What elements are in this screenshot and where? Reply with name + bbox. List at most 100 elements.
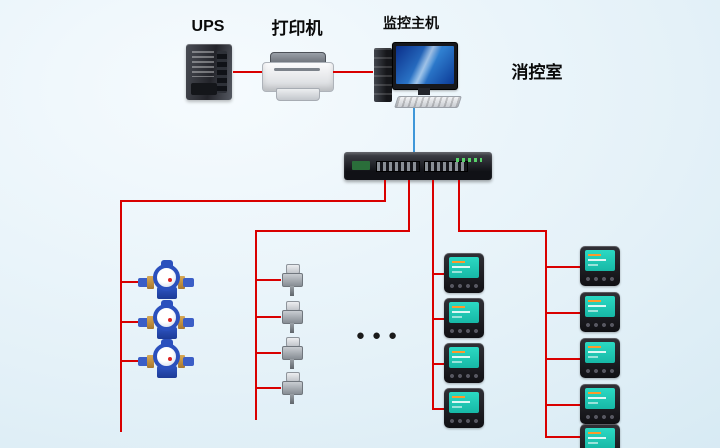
screen-readout	[452, 261, 465, 263]
bus-stub-1	[384, 180, 386, 202]
printer-output-slot	[274, 68, 320, 71]
bus-branch-4-vertical	[545, 230, 547, 438]
valve-body	[282, 381, 303, 395]
screen-readout	[588, 300, 601, 302]
water-meter-dial	[153, 343, 180, 370]
host-monitor-screen	[396, 46, 454, 84]
water-meter-nut-left	[147, 276, 154, 289]
connector-ups-printer	[233, 71, 262, 73]
power-meter-icon	[444, 343, 484, 383]
screen-readout	[588, 259, 606, 261]
bus-stub-3	[432, 180, 434, 410]
meter-outer-drop-4	[545, 404, 582, 406]
power-meter-screen	[449, 302, 479, 323]
water-meter-pipe-right	[183, 278, 194, 287]
power-meter-buttons	[450, 329, 478, 334]
valve-sensor-icon	[279, 301, 305, 333]
screen-readout	[588, 305, 606, 307]
switch-port-group-2	[424, 161, 468, 172]
valve-sensor-icon	[279, 264, 305, 296]
power-meter-icon	[444, 298, 484, 338]
screen-readout	[588, 346, 601, 348]
printer-device-icon	[262, 52, 334, 101]
power-meter-icon	[580, 338, 620, 378]
valve-drop-1	[255, 279, 281, 281]
ups-device-icon	[186, 44, 232, 100]
bus-stub-2	[408, 180, 410, 232]
connector-printer-host	[333, 71, 373, 73]
bus-stub-4	[458, 180, 460, 232]
power-meter-icon	[580, 292, 620, 332]
screen-readout	[588, 437, 606, 439]
screen-readout	[588, 264, 598, 266]
bus-branch-2-horizontal	[255, 230, 410, 232]
printer-tray	[276, 88, 320, 101]
screen-readout	[588, 402, 598, 404]
screen-readout	[588, 397, 606, 399]
valve-drop-2	[255, 316, 281, 318]
water-meter-pipe-left	[138, 278, 149, 287]
screen-readout	[588, 351, 606, 353]
meter-inner-drop-1	[432, 273, 446, 275]
meter-outer-drop-5	[545, 436, 582, 438]
power-meter-screen	[585, 428, 615, 448]
screen-readout	[588, 356, 598, 358]
water-meter-icon	[138, 260, 194, 303]
power-meter-icon	[580, 424, 620, 448]
switch-leds	[456, 158, 482, 162]
water-meter-needle	[168, 357, 172, 361]
water-meter-pipe-left	[138, 357, 149, 366]
ups-vents	[192, 51, 214, 77]
power-meter-screen	[585, 296, 615, 317]
screen-readout	[452, 311, 470, 313]
screen-readout	[452, 356, 470, 358]
power-meter-screen	[585, 342, 615, 363]
valve-sensor-icon	[279, 337, 305, 369]
control-room-label: 消控室	[511, 63, 563, 82]
bus-branch-2-vertical	[255, 230, 257, 420]
ups-label: UPS	[191, 18, 225, 35]
power-meter-buttons	[450, 284, 478, 289]
screen-readout	[452, 361, 462, 363]
bus-branch-1-vertical	[120, 200, 122, 432]
screen-readout	[588, 442, 598, 444]
power-meter-icon	[444, 253, 484, 293]
power-meter-buttons	[586, 369, 614, 374]
valve-sensor-icon	[279, 372, 305, 404]
water-meter-needle	[168, 318, 172, 322]
water-meter-nut-left	[147, 355, 154, 368]
water-meter-nut-right	[178, 316, 185, 329]
water-meter-icon	[138, 339, 194, 382]
meter-outer-drop-2	[545, 312, 582, 314]
water-meter-pipe-right	[183, 318, 194, 327]
screen-readout	[452, 316, 462, 318]
valve-body	[282, 346, 303, 360]
power-meter-icon	[444, 388, 484, 428]
power-meter-icon	[580, 384, 620, 424]
valve-stem	[290, 394, 294, 404]
valve-drop-4	[255, 387, 281, 389]
bus-branch-1-horizontal	[120, 200, 386, 202]
host-label: 监控主机	[383, 15, 439, 31]
water-meter-needle	[168, 278, 172, 282]
water-meter-nut-right	[178, 276, 185, 289]
screen-readout	[588, 392, 601, 394]
connector-host-switch	[413, 108, 415, 152]
meter-outer-drop-1	[545, 266, 582, 268]
power-meter-screen	[585, 250, 615, 271]
power-meter-buttons	[586, 277, 614, 282]
switch-port-group-1	[376, 161, 420, 172]
water-meter-icon	[138, 300, 194, 343]
power-meter-buttons	[450, 419, 478, 424]
printer-body	[262, 62, 334, 92]
water-meter-dial	[153, 304, 180, 331]
meter-inner-drop-4	[432, 408, 446, 410]
water-meter-drop-3	[120, 360, 144, 362]
power-meter-buttons	[450, 374, 478, 379]
screen-readout	[452, 401, 470, 403]
valve-body	[282, 273, 303, 287]
water-meter-pipe-right	[183, 357, 194, 366]
water-meter-pipe-left	[138, 318, 149, 327]
screen-readout	[452, 306, 465, 308]
